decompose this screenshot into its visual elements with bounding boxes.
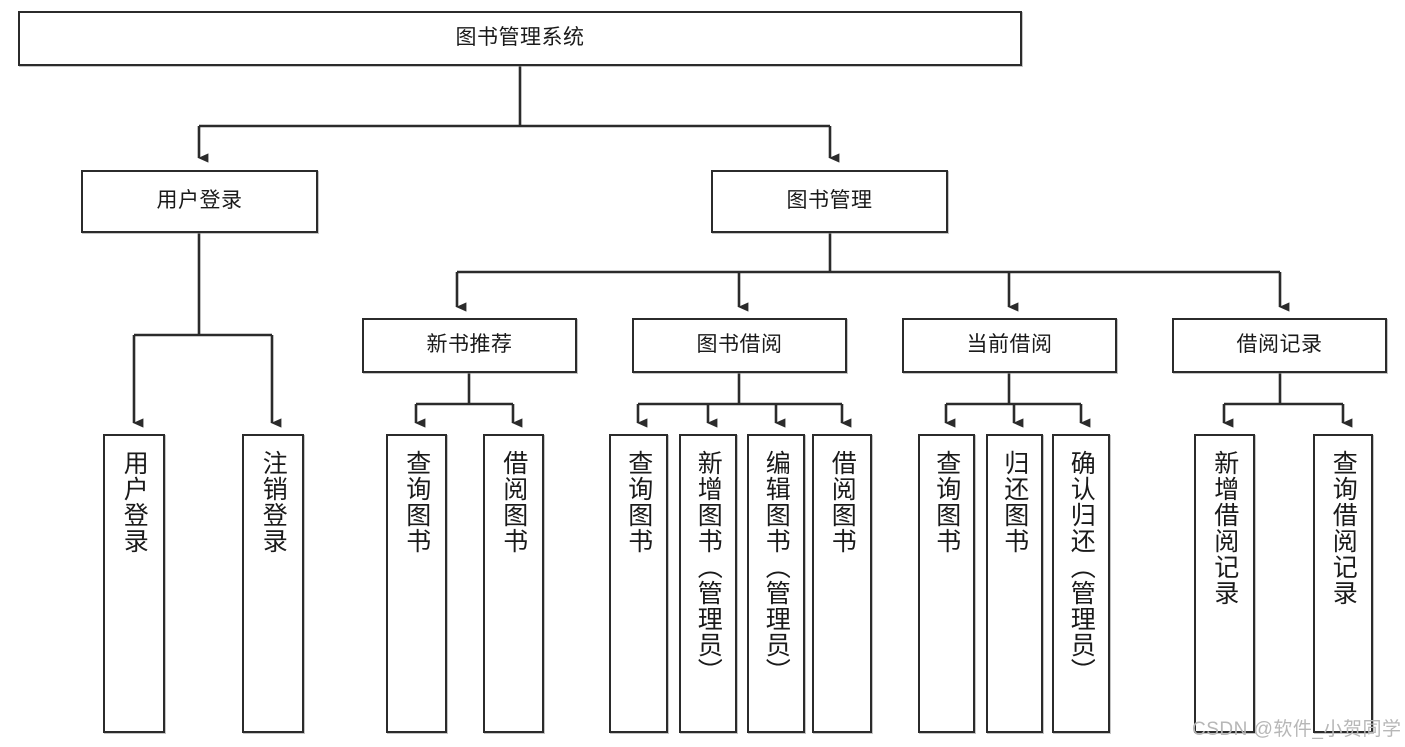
node-new-book-rec-label: 新书推荐 <box>426 333 513 357</box>
node-current-borrow-label: 当前借阅 <box>966 333 1053 357</box>
leaf-logout-label: 注销登录 <box>259 450 288 554</box>
leaf-add-book-label: 新增图书（管理员） <box>694 450 723 684</box>
leaf-confirm-return[interactable]: 确认归还（管理员） <box>1052 434 1110 733</box>
node-borrow-record-label: 借阅记录 <box>1236 333 1323 357</box>
leaf-edit-book-label: 编辑图书（管理员） <box>762 450 791 684</box>
leaf-add-book[interactable]: 新增图书（管理员） <box>679 434 737 733</box>
leaf-edit-book[interactable]: 编辑图书（管理员） <box>747 434 805 733</box>
leaf-query-record[interactable]: 查询借阅记录 <box>1313 434 1373 733</box>
node-book-manage[interactable]: 图书管理 <box>711 170 948 233</box>
node-new-book-rec[interactable]: 新书推荐 <box>362 318 577 373</box>
leaf-query-book-1-label: 查询图书 <box>402 450 431 554</box>
leaf-query-book-2-label: 查询图书 <box>624 450 653 554</box>
leaf-borrow-book-2[interactable]: 借阅图书 <box>812 434 872 733</box>
leaf-logout[interactable]: 注销登录 <box>242 434 304 733</box>
leaf-user-login-label: 用户登录 <box>120 450 149 554</box>
leaf-query-book-2[interactable]: 查询图书 <box>609 434 668 733</box>
leaf-user-login[interactable]: 用户登录 <box>103 434 165 733</box>
node-root[interactable]: 图书管理系统 <box>18 11 1022 66</box>
node-current-borrow[interactable]: 当前借阅 <box>902 318 1117 373</box>
leaf-query-book-1[interactable]: 查询图书 <box>386 434 447 733</box>
node-book-borrow[interactable]: 图书借阅 <box>632 318 847 373</box>
node-user-login[interactable]: 用户登录 <box>81 170 318 233</box>
leaf-borrow-book-1-label: 借阅图书 <box>499 450 528 554</box>
leaf-query-record-label: 查询借阅记录 <box>1329 450 1358 606</box>
leaf-return-book-label: 归还图书 <box>1000 450 1029 554</box>
node-borrow-record[interactable]: 借阅记录 <box>1172 318 1387 373</box>
leaf-confirm-return-label: 确认归还（管理员） <box>1067 450 1096 684</box>
leaf-add-record[interactable]: 新增借阅记录 <box>1194 434 1255 733</box>
leaf-borrow-book-2-label: 借阅图书 <box>828 450 857 554</box>
node-book-borrow-label: 图书借阅 <box>696 333 783 357</box>
node-root-label: 图书管理系统 <box>455 26 585 50</box>
leaf-query-book-3[interactable]: 查询图书 <box>918 434 975 733</box>
leaf-return-book[interactable]: 归还图书 <box>986 434 1043 733</box>
leaf-borrow-book-1[interactable]: 借阅图书 <box>483 434 544 733</box>
node-book-manage-label: 图书管理 <box>786 189 873 213</box>
node-user-login-label: 用户登录 <box>156 189 243 213</box>
leaf-add-record-label: 新增借阅记录 <box>1210 450 1239 606</box>
leaf-query-book-3-label: 查询图书 <box>932 450 961 554</box>
